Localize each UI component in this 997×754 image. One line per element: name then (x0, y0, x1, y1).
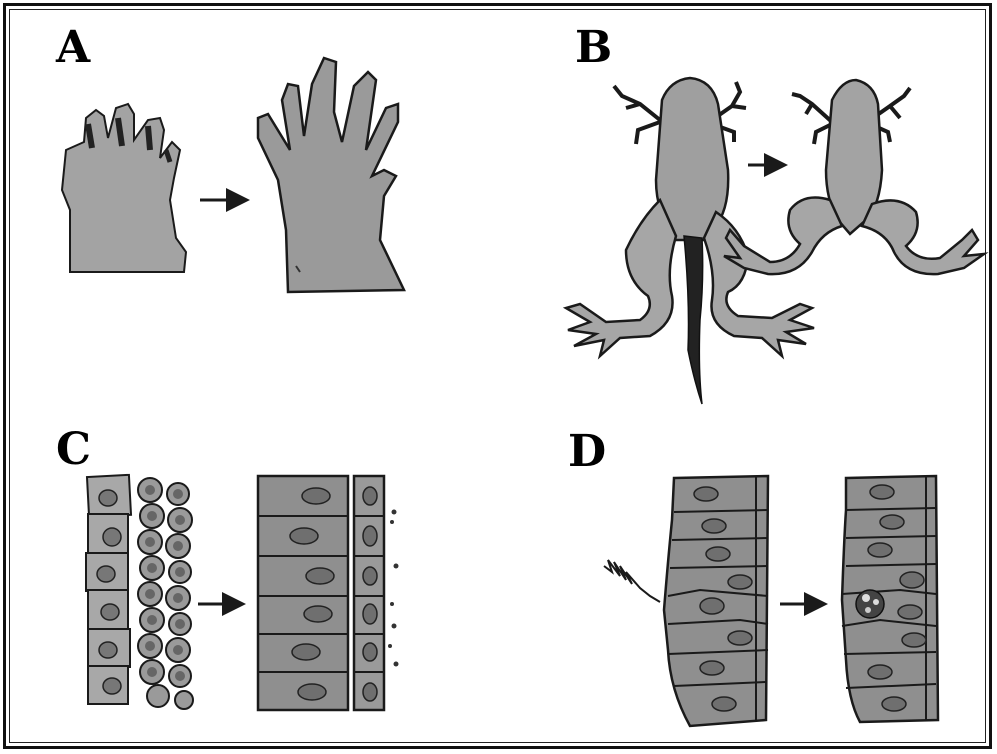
panel-c-after-cells (258, 476, 399, 710)
panel-c-before-cells (86, 475, 193, 709)
panel-b-froglet-with-tail (566, 78, 814, 404)
panel-b-adult-frog (724, 80, 984, 274)
panel-a-small-hand (62, 104, 186, 272)
panel-a-large-hand (258, 58, 404, 292)
panel-d-before-epithelium (604, 476, 768, 726)
panel-d-after-epithelium (842, 476, 938, 722)
